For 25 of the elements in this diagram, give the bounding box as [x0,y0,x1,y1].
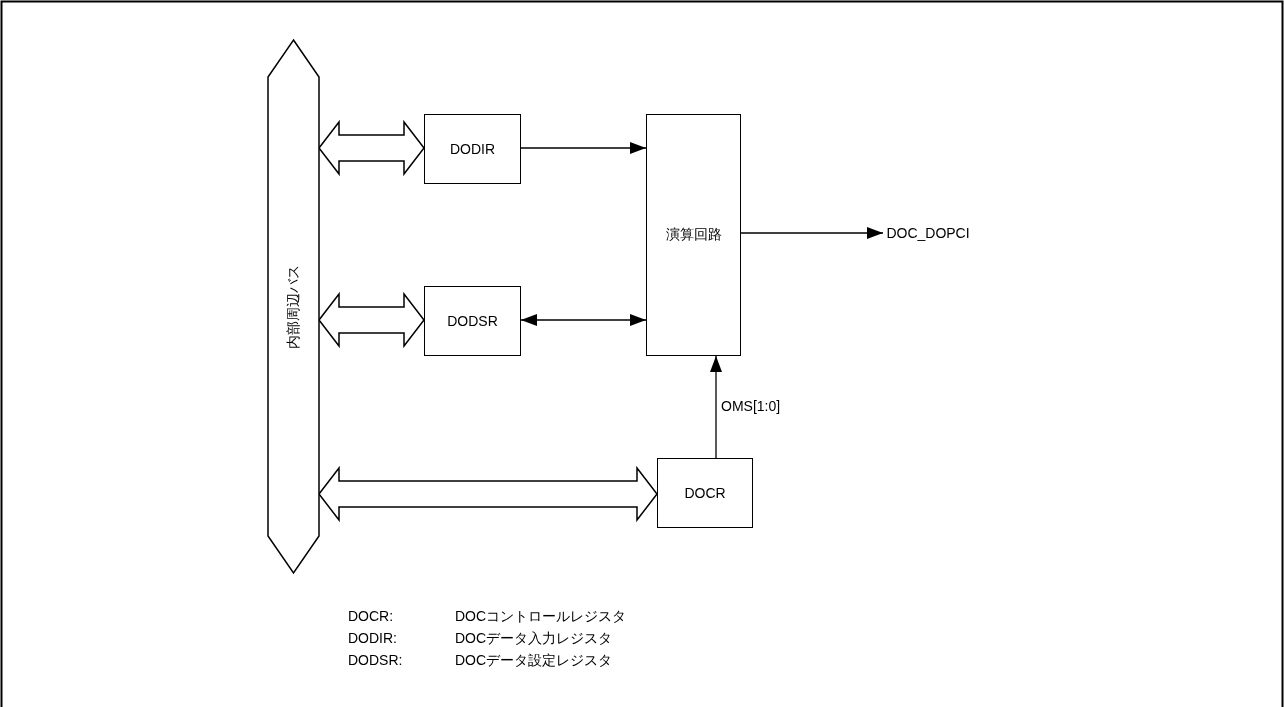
bus-shape [268,40,319,573]
node-label: DODSR [447,313,498,329]
arrow [740,227,884,239]
node-label: DOCR [684,485,726,501]
node-label: DODIR [449,141,496,157]
arrow [520,314,647,326]
node-label: 演算回路 [665,226,722,244]
register-box [657,458,753,528]
register-box [424,286,521,356]
bus-arrow [318,119,425,177]
register-box [424,114,521,184]
register-name: DOCR: [348,608,394,624]
bus-arrow [318,465,658,523]
register-name: DODSR: [348,652,403,668]
register-description: DOCデータ設定レジスタ [455,652,613,670]
register-name: DODIR: [348,630,397,646]
signal-label: DOC_DOPCI [886,225,970,241]
edge-label: OMS[1:0] [719,398,783,414]
node-label: 内部周辺バス [284,264,302,349]
register-description: DOCデータ入力レジスタ [455,630,613,648]
arrow [520,142,647,154]
register-description: DOCコントロールレジスタ [455,608,627,626]
circuit-box [646,114,741,356]
arrow [710,355,722,459]
bus-arrow [318,291,425,349]
